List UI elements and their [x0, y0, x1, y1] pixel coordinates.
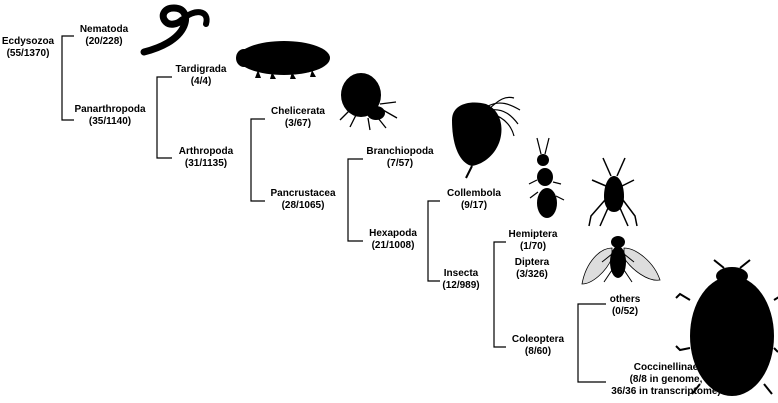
branch-coleoptera	[577, 303, 606, 383]
mite-icon	[339, 73, 398, 131]
taxon-name: Tardigrada	[175, 64, 227, 75]
taxon-name: Collembola	[447, 188, 501, 199]
taxon-others: others (0/52)	[610, 294, 641, 318]
taxon-count: (3/67)	[284, 118, 312, 129]
taxon-count: (8/60)	[524, 346, 552, 357]
taxon-count: (31/1135)	[184, 158, 228, 169]
tardigrade-icon	[236, 41, 330, 79]
taxon-count: (1/70)	[519, 241, 547, 252]
taxon-count: (7/57)	[386, 158, 414, 169]
taxon-name: Chelicerata	[271, 106, 325, 117]
taxon-count: (9/17)	[460, 200, 488, 211]
taxon-count: (12/989)	[442, 280, 480, 291]
taxon-name: Hemiptera	[508, 229, 558, 240]
branch-panarthropoda	[156, 76, 172, 159]
taxon-diptera: Diptera (3/326)	[515, 257, 549, 281]
taxon-name: Branchiopoda	[366, 146, 434, 157]
taxon-name: Panarthropoda	[74, 104, 146, 115]
taxon-name: Arthropoda	[178, 146, 234, 157]
taxon-count: (3/326)	[516, 269, 548, 280]
branch-pancrustacea	[347, 158, 363, 242]
taxon-name: Diptera	[514, 257, 550, 268]
taxon-name: others	[609, 294, 641, 305]
taxon-pancrustacea: Pancrustacea (28/1065)	[270, 188, 335, 212]
taxon-tardigrada: Tardigrada (4/4)	[176, 64, 227, 88]
water-flea-icon	[452, 96, 521, 179]
taxon-count: (21/1008)	[371, 240, 415, 251]
taxon-hemiptera: Hemiptera (1/70)	[509, 229, 558, 253]
taxon-ecdysozoa: Ecdysozoa (55/1370)	[2, 36, 54, 60]
true-bug-icon	[588, 157, 638, 227]
taxon-nematoda: Nematoda (20/228)	[80, 24, 128, 48]
taxon-count: (20/228)	[85, 36, 123, 47]
fly-icon	[581, 236, 661, 285]
taxon-name: Insecta	[443, 268, 479, 279]
taxon-chelicerata: Chelicerata (3/67)	[271, 106, 325, 130]
taxon-count: (55/1370)	[6, 48, 50, 59]
taxon-name: Hexapoda	[369, 228, 417, 239]
taxon-name: Coccinellinae	[633, 362, 699, 373]
worm-icon	[140, 4, 210, 56]
branch-insecta	[493, 241, 506, 348]
taxon-arthropoda: Arthropoda (31/1135)	[179, 146, 233, 170]
taxon-count-line2: 36/36 in transcriptome)	[611, 386, 721, 397]
taxon-coccinellinae: Coccinellinae (8/8 in genome, 36/36 in t…	[611, 362, 720, 398]
taxon-name: Coleoptera	[511, 334, 565, 345]
taxon-count: (4/4)	[190, 76, 212, 87]
taxon-name: Ecdysozoa	[1, 36, 55, 47]
taxon-name: Nematoda	[79, 24, 129, 35]
branch-ecdysozoa	[61, 35, 74, 121]
taxon-coleoptera: Coleoptera (8/60)	[512, 334, 564, 358]
taxon-name: Pancrustacea	[270, 188, 336, 199]
taxon-count: (28/1065)	[281, 200, 325, 211]
taxon-branchiopoda: Branchiopoda (7/57)	[366, 146, 433, 170]
taxon-count: (35/1140)	[88, 116, 132, 127]
taxon-collembola: Collembola (9/17)	[447, 188, 501, 212]
taxon-count-line1: (8/8 in genome,	[629, 374, 703, 385]
taxon-hexapoda: Hexapoda (21/1008)	[369, 228, 417, 252]
taxon-count: (0/52)	[611, 306, 639, 317]
springtail-icon	[528, 137, 565, 218]
branch-arthropoda	[250, 118, 265, 202]
taxon-panarthropoda: Panarthropoda (35/1140)	[74, 104, 145, 128]
ladybird-beetle-icon	[675, 259, 778, 396]
branch-hexapoda	[427, 200, 440, 282]
tree-branches	[61, 35, 606, 383]
taxon-insecta: Insecta (12/989)	[442, 268, 479, 292]
